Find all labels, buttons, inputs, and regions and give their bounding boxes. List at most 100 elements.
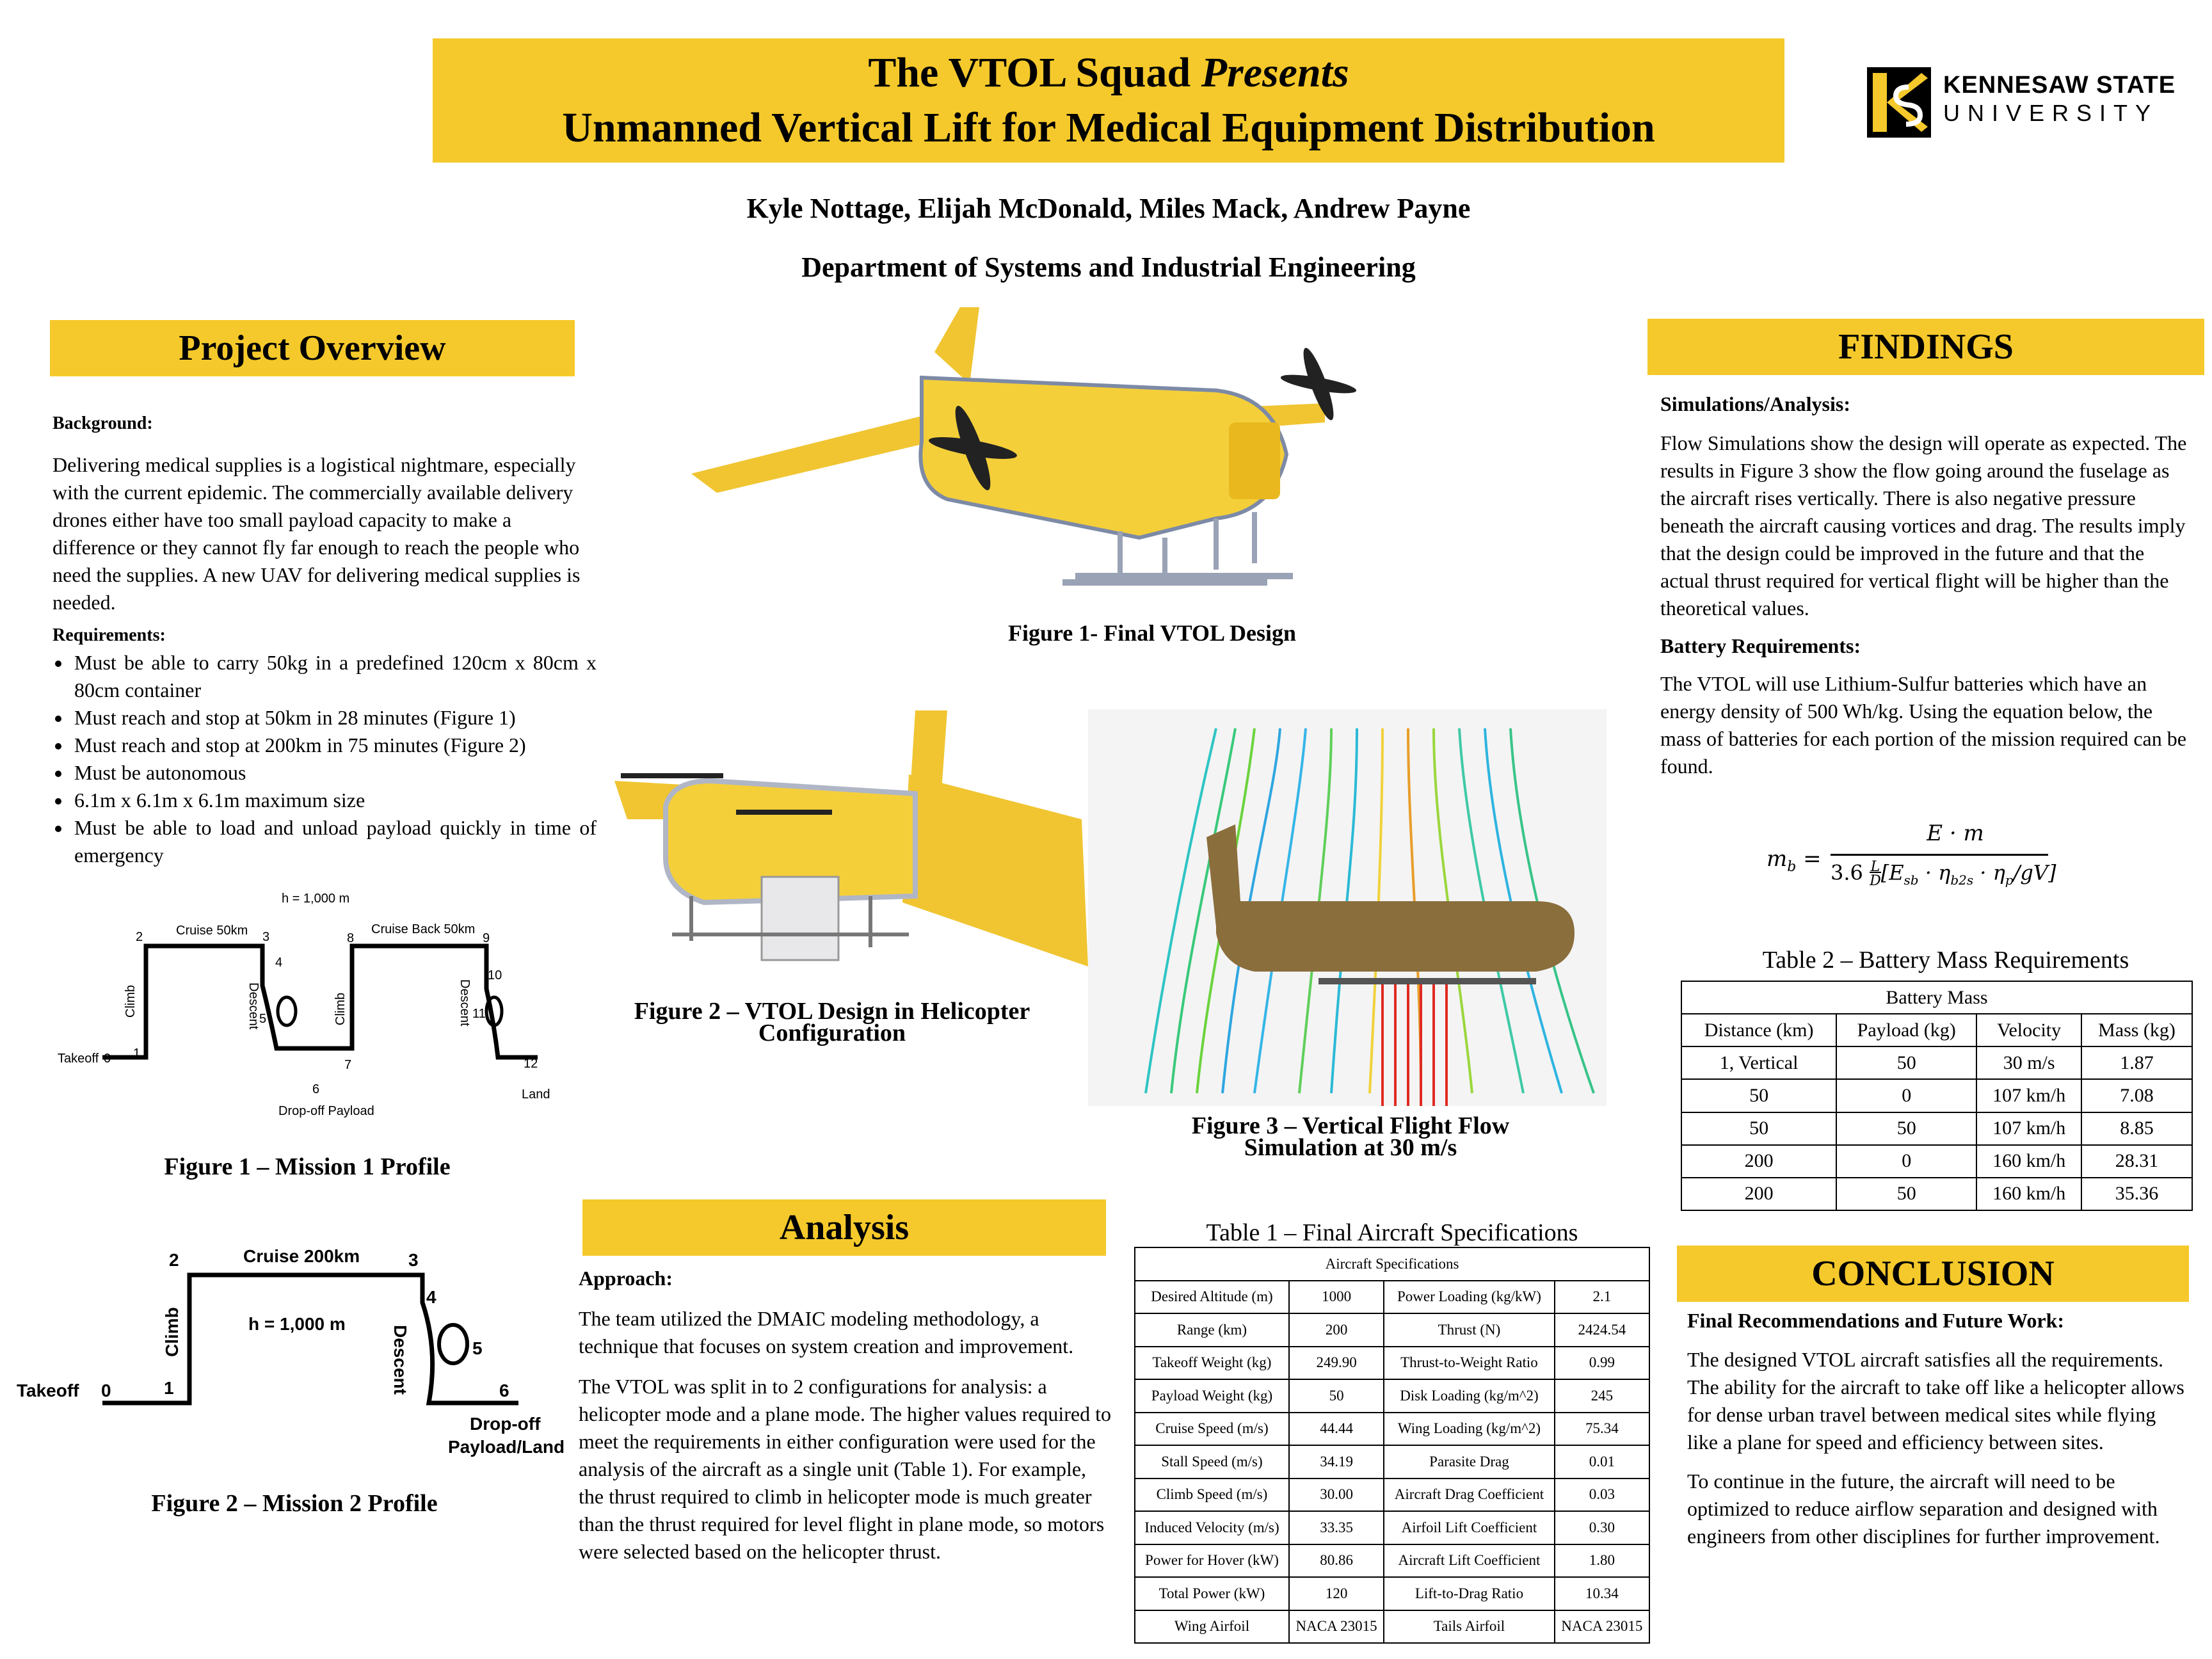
m2-pt: 2 bbox=[169, 1250, 179, 1270]
table-cell: 160 km/h bbox=[1976, 1144, 2083, 1178]
requirements-list: Must be able to carry 50kg in a predefin… bbox=[52, 649, 597, 869]
table-cell: 0.03 bbox=[1553, 1477, 1651, 1512]
table-cell: 50 bbox=[1836, 1046, 1978, 1080]
flow-simulation-image bbox=[1088, 709, 1607, 1106]
table-cell: Parasite Drag bbox=[1383, 1445, 1555, 1479]
table-cell: 50 bbox=[1836, 1176, 1978, 1212]
table-cell: 33.35 bbox=[1288, 1511, 1385, 1545]
table-cell: Tails Airfoil bbox=[1383, 1609, 1555, 1644]
m2-pt: 4 bbox=[426, 1287, 437, 1307]
table-cell: 0.01 bbox=[1553, 1445, 1651, 1479]
battery-mass-equation: mb = E · m 3.6 L D [Esb · ηb2s · ηp/gV] bbox=[1767, 821, 2056, 889]
table-cell: 50 bbox=[1680, 1078, 1838, 1113]
m1-pt: 4 bbox=[275, 956, 282, 970]
analysis-heading: Analysis bbox=[582, 1199, 1106, 1256]
findings-body: Simulations/Analysis: Flow Simulations s… bbox=[1660, 390, 2198, 780]
table-cell: 75.34 bbox=[1553, 1411, 1651, 1446]
battery-text: The VTOL will use Lithium-Sulfur batteri… bbox=[1660, 672, 2186, 778]
table-column-header-row: Distance (km) Payload (kg) Velocity Mass… bbox=[1680, 1013, 2193, 1048]
table-cell: 107 km/h bbox=[1976, 1111, 2083, 1146]
figure-3-caption-line-1: Figure 3 – Vertical Flight Flow bbox=[1191, 1112, 1510, 1139]
column-header: Mass (kg) bbox=[2081, 1013, 2193, 1048]
table-cell: 245 bbox=[1553, 1379, 1651, 1413]
requirement-item: Must reach and stop at 200km in 75 minut… bbox=[72, 732, 597, 759]
m1-cruise-back-label: Cruise Back 50km bbox=[371, 922, 475, 936]
ks-emblem-icon bbox=[1867, 67, 1931, 138]
table-cell: 44.44 bbox=[1288, 1411, 1385, 1446]
m1-pt: 5 bbox=[259, 1012, 266, 1026]
table-cell: 35.36 bbox=[2081, 1176, 2193, 1212]
m1-altitude-label: h = 1,000 m bbox=[282, 892, 349, 906]
eq-mid: · η bbox=[1918, 860, 1951, 885]
eq-denominator: 3.6 L D [Esb · ηb2s · ηp/gV] bbox=[1831, 859, 2056, 889]
column-header: Distance (km) bbox=[1680, 1013, 1838, 1048]
m1-pt: 12 bbox=[524, 1057, 538, 1071]
mission-2-profile-diagram: Cruise 200km h = 1,000 m Climb Descent T… bbox=[17, 1246, 565, 1457]
table-cell: 10.34 bbox=[1553, 1576, 1651, 1611]
figure-2-caption: Figure 2 – VTOL Design in Helicopter Con… bbox=[614, 998, 1050, 1045]
requirement-item: Must be able to carry 50kg in a predefin… bbox=[72, 649, 597, 704]
university-logo bbox=[1864, 64, 1934, 141]
table-cell: 0.99 bbox=[1553, 1345, 1651, 1380]
table-cell: 0.30 bbox=[1553, 1511, 1651, 1545]
conclusion-heading: CONCLUSION bbox=[1677, 1246, 2189, 1302]
table-cell: 0 bbox=[1836, 1078, 1978, 1113]
background-label: Background: bbox=[52, 413, 153, 433]
conclusion-paragraph-1: The designed VTOL aircraft satisfies all… bbox=[1687, 1348, 2184, 1454]
battery-label: Battery Requirements: bbox=[1660, 634, 1861, 657]
m2-altitude-label: h = 1,000 m bbox=[248, 1314, 346, 1334]
table-cell: 2.1 bbox=[1553, 1279, 1651, 1314]
figure-2-caption-line-1: Figure 2 – VTOL Design in Helicopter bbox=[634, 998, 1030, 1025]
m1-climb-label-2: Climb bbox=[333, 993, 348, 1025]
column-header: Payload (kg) bbox=[1836, 1013, 1978, 1048]
table-cell: Lift-to-Drag Ratio bbox=[1383, 1576, 1555, 1611]
table-1-caption: Table 1 – Final Aircraft Specifications bbox=[1206, 1219, 1578, 1246]
table-cell: Total Power (kW) bbox=[1134, 1576, 1290, 1611]
table-header-cell: Battery Mass bbox=[1681, 980, 2193, 1015]
requirement-item: Must reach and stop at 50km in 28 minute… bbox=[72, 704, 597, 732]
m1-takeoff-label: Takeoff bbox=[58, 1052, 99, 1066]
m1-pt: 1 bbox=[133, 1046, 140, 1061]
table-cell: Cruise Speed (m/s) bbox=[1134, 1411, 1290, 1446]
table-cell: 200 bbox=[1288, 1313, 1385, 1347]
table-cell: Thrust-to-Weight Ratio bbox=[1383, 1345, 1555, 1380]
table-cell: 1.80 bbox=[1553, 1543, 1651, 1578]
requirement-item: 6.1m x 6.1m x 6.1m maximum size bbox=[72, 787, 597, 814]
table-cell: 200 bbox=[1680, 1176, 1838, 1212]
requirement-item: Must be autonomous bbox=[72, 759, 597, 787]
table-cell: 249.90 bbox=[1288, 1345, 1385, 1380]
table-cell: Power Loading (kg/kW) bbox=[1383, 1279, 1555, 1314]
eq-p: p bbox=[2005, 872, 2014, 888]
eq-den-const: 3.6 bbox=[1831, 860, 1863, 885]
conclusion-body: Final Recommendations and Future Work: T… bbox=[1687, 1307, 2186, 1550]
m1-land-label: Land bbox=[522, 1087, 550, 1102]
aircraft-spec-table: Aircraft Specifications Desired Altitude… bbox=[1134, 1247, 1651, 1644]
m1-pt: 2 bbox=[136, 930, 143, 944]
m2-dropoff-label-2: Payload/Land bbox=[448, 1437, 565, 1457]
simulation-text: Flow Simulations show the design will op… bbox=[1660, 431, 2187, 620]
analysis-body: Approach: The team utilized the DMAIC mo… bbox=[579, 1265, 1114, 1566]
table-cell: NACA 23015 bbox=[1288, 1609, 1385, 1644]
m1-pt: 0 bbox=[104, 1052, 111, 1066]
conclusion-label: Final Recommendations and Future Work: bbox=[1687, 1309, 2065, 1332]
approach-label: Approach: bbox=[579, 1267, 673, 1290]
m1-descent-label: Descent bbox=[246, 982, 260, 1030]
m2-pt: 1 bbox=[164, 1378, 174, 1398]
table-cell: 7.08 bbox=[2081, 1078, 2193, 1113]
m2-descent-label: Descent bbox=[390, 1325, 410, 1395]
m1-dropoff-label: Drop-off Payload bbox=[278, 1104, 374, 1118]
m2-pt: 3 bbox=[408, 1250, 419, 1270]
eq-lhs: m bbox=[1767, 846, 1788, 872]
mission-1-profile-diagram: h = 1,000 m Cruise 50km Cruise Back 50km… bbox=[58, 892, 550, 1118]
eq-L: L bbox=[1870, 859, 1880, 875]
eq-numerator: E · m bbox=[1927, 821, 1984, 846]
